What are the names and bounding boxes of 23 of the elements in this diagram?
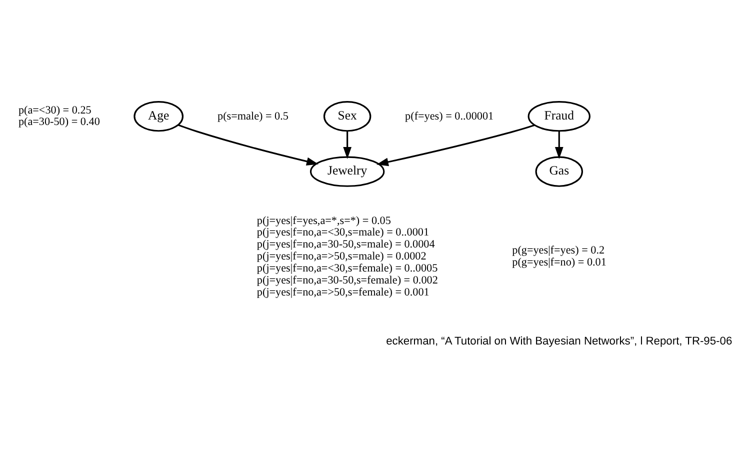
node-ellipse: Gas: [535, 156, 583, 186]
node-label: p(g=yes|f=no) = 0.01: [512, 256, 606, 268]
node-ellipse: Sex: [323, 100, 372, 132]
node-label: p(j=yes|f=no,a=30-50,s=female) = 0.002: [256, 274, 438, 286]
arrow: [178, 124, 319, 165]
node-label: p(a=30-50) = 0.40: [18, 116, 100, 128]
node-label: p(j=yes|f=no,a=30-50,s=male) = 0.0004: [256, 238, 435, 250]
node-ellipse: Jewelry: [310, 156, 385, 186]
node-label: p(j=yes|f=no,a=>50,s=male) = 0.0002: [256, 250, 426, 262]
node-ellipse: Age: [134, 100, 184, 132]
arrow: [554, 130, 564, 158]
node-label: p(g=yes|f=yes) = 0.2: [512, 244, 605, 256]
node-ellipse: Fraud: [528, 100, 590, 132]
node-label: p(s=male) = 0.5: [218, 110, 288, 122]
arrow: [343, 130, 352, 158]
node-label: p(j=yes|f=no,a=>50,s=female) = 0.001: [256, 286, 430, 298]
node-label: p(f=yes) = 0..00001: [405, 110, 494, 122]
node-label: p(j=yes|f=yes,a=*,s=*) = 0.05: [256, 214, 391, 226]
label: eckerman, “A Tutorial on With Bayesian Networks”, l Report, TR-95-06: [386, 334, 732, 347]
node-label: p(j=yes|f=no,a=<30,s=female) = 0..0005: [256, 262, 438, 274]
node-label: p(j=yes|f=no,a=<30,s=male) = 0..0001: [256, 226, 430, 238]
arrow: [376, 124, 535, 166]
node-label: p(a=<30) = 0.25: [18, 104, 92, 116]
